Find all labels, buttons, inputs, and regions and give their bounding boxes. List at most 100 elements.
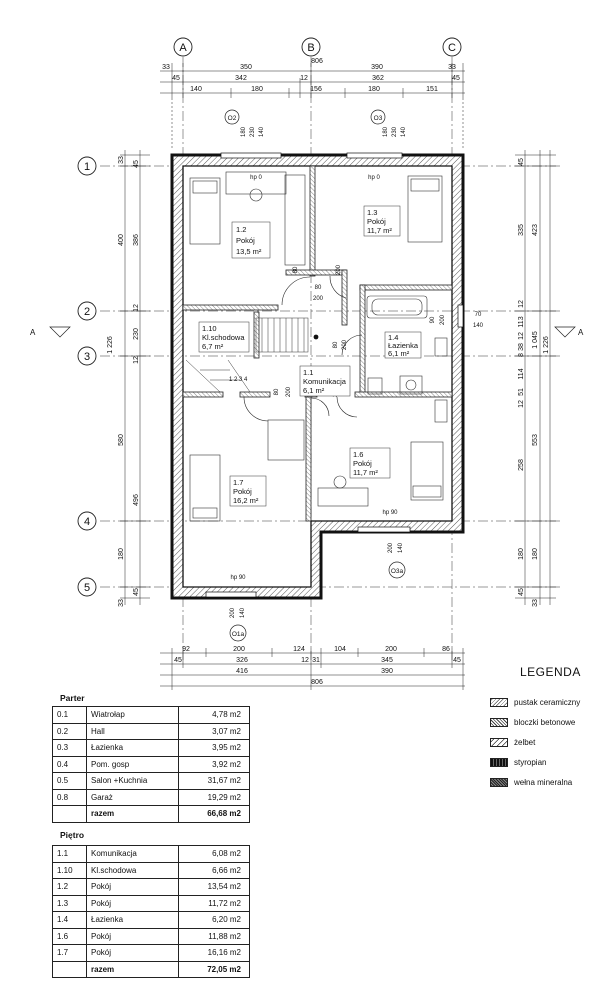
section-label-left: A <box>30 328 36 337</box>
legend-item: pustak ceramiczny <box>484 692 609 712</box>
cell-area: 31,67 m2 <box>178 772 250 790</box>
cell-name: Pokój <box>86 894 179 912</box>
window-bath <box>457 304 464 328</box>
dim-left-o-5: 33 <box>118 599 125 607</box>
room-1-1-area: 6,1 m² <box>303 386 325 395</box>
dim-bot-2-0: 45 <box>174 657 182 664</box>
desk-1-2 <box>225 171 287 195</box>
door-dim-4: 80 <box>333 341 339 348</box>
dim-top-3-3: 180 <box>368 86 380 93</box>
axis-bubble-2 <box>77 301 97 321</box>
top-dimensions <box>160 63 465 150</box>
dim-bot-2-2: 12 <box>301 657 309 664</box>
cell-area: 4,78 m2 <box>178 706 250 724</box>
bottom-dimensions <box>160 648 465 690</box>
axis-label-b: B <box>307 42 314 54</box>
axis-label-2: 2 <box>84 306 90 318</box>
cell-area: 3,95 m2 <box>178 739 250 757</box>
section-label-right: A <box>578 328 584 337</box>
floor-plan-drawing: A B C 1 2 3 4 5 806 33 350 390 33 45 342… <box>30 37 584 690</box>
dim-top-2-0: 45 <box>172 75 180 82</box>
door-dim-5: 200 <box>342 339 348 350</box>
legend-item: żelbet <box>484 732 609 752</box>
dim-right-o-4: 180 <box>532 548 539 560</box>
axis-label-3: 3 <box>84 351 90 363</box>
window-marker-o1a: O1a <box>232 631 245 638</box>
hp-top-left: hp 0 <box>250 175 262 181</box>
dim-top-2-1: 342 <box>235 75 247 82</box>
dim-right-o-0: 423 <box>532 224 539 236</box>
dim-left-i-3: 230 <box>133 328 140 340</box>
mineral-wool-icon <box>490 777 508 787</box>
dim-left-i-0: 45 <box>133 160 140 168</box>
window-marker-o2: O2 <box>228 115 237 122</box>
table-parter-title: Parter <box>60 693 85 703</box>
cell-area: 3,92 m2 <box>178 755 250 773</box>
dim-top-3-1: 180 <box>251 86 263 93</box>
dim-right-i-6: 8 <box>518 353 525 357</box>
window-marker-o3a: O3a <box>391 568 404 575</box>
desk-1-6 <box>317 487 369 507</box>
legend: LEGENDA pustak ceramiczny bloczki betono… <box>484 665 609 792</box>
cell-name: Komunikacja <box>86 845 179 863</box>
styrofoam-icon <box>490 757 508 767</box>
bed-1-3 <box>407 175 443 243</box>
axis-label-a: A <box>179 42 187 54</box>
cell-num: 1.10 <box>52 861 87 879</box>
toilet <box>367 377 383 395</box>
dim-top-1-1: 350 <box>240 64 252 71</box>
room-1-10: 1.10 Kl.schodowa 6,7 m² <box>198 321 250 353</box>
room-1-2-id: 1.2 <box>236 225 246 234</box>
room-1-2: 1.2 Pokój 13,5 m² <box>231 221 271 259</box>
cell-total-label: razem <box>86 805 179 823</box>
cell-name: Pokój <box>86 944 179 962</box>
left-dimensions <box>120 150 150 605</box>
cell-name: Łazienka <box>86 739 179 757</box>
w-top-left-1: 230 <box>250 126 256 137</box>
dim-right-i-8: 51 <box>518 388 525 396</box>
dim-bot-2-1: 326 <box>236 657 248 664</box>
cell-name: Hall <box>86 722 179 740</box>
hp-right: hp 90 <box>382 510 398 516</box>
w-right-1: 140 <box>398 542 404 553</box>
dim-right-o-5: 33 <box>532 599 539 607</box>
dim-bot-1-2: 124 <box>293 646 305 653</box>
cell-name: Pokój <box>86 927 179 945</box>
cell-name: Garaż <box>86 788 179 806</box>
window-o3 <box>346 152 403 159</box>
hp-top-right: hp 0 <box>368 175 380 181</box>
cell-area: 19,29 m2 <box>178 788 250 806</box>
axis-bubble-4 <box>77 511 97 531</box>
legend-item: styropian <box>484 752 609 772</box>
legend-item: wełna mineralna <box>484 772 609 792</box>
wardrobe-1-7 <box>267 419 305 461</box>
room-1-3-id: 1.3 <box>367 208 377 217</box>
dim-left-o-1: 400 <box>118 234 125 246</box>
cell-area: 6,66 m2 <box>178 861 250 879</box>
washbasin <box>399 375 423 395</box>
door-dim-10: 90 <box>430 316 436 323</box>
dim-left-o-0: 33 <box>118 156 125 164</box>
cell-area: 16,16 m2 <box>178 944 250 962</box>
cell-num: 1.6 <box>52 927 87 945</box>
w-right-0: 200 <box>388 542 394 553</box>
dim-left-i-6: 45 <box>133 588 140 596</box>
cell-name: Kl.schodowa <box>86 861 179 879</box>
cell-num: 0.1 <box>52 706 87 724</box>
door-dim-2: 80 <box>315 285 322 291</box>
table-pietro-title: Piętro <box>60 830 85 840</box>
cell-num: 0.5 <box>52 772 87 790</box>
room-1-6-id: 1.6 <box>353 450 363 459</box>
dim-top-3-0: 140 <box>190 86 202 93</box>
room-1-4: 1.4 Łazienka 6,1 m² <box>384 331 422 359</box>
dim-bot-3-0: 416 <box>236 668 248 675</box>
w-bath-1: 140 <box>473 323 484 329</box>
dim-bot-1-5: 86 <box>442 646 450 653</box>
axis-lines <box>100 57 560 660</box>
